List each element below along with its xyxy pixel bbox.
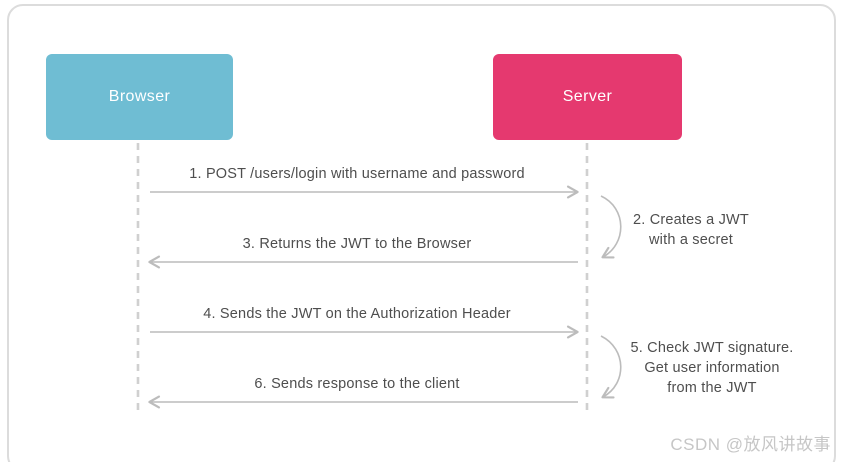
- message-3-label: 3. Returns the JWT to the Browser: [242, 236, 472, 252]
- actor-browser-box: Browser: [46, 54, 233, 140]
- message-5-self-arrow: [600, 335, 622, 399]
- message-5-line-1: 5. Check JWT signature.: [630, 340, 794, 356]
- message-5-line-3: from the JWT: [667, 380, 757, 396]
- message-2-label: 2. Creates a JWT with a secret: [628, 210, 754, 250]
- message-2-line-2: with a secret: [649, 232, 733, 248]
- message-5-label: 5. Check JWT signature. Get user informa…: [626, 338, 798, 398]
- message-6-label: 6. Sends response to the client: [254, 376, 460, 392]
- message-2-self-arrow: [600, 195, 622, 259]
- message-5-line-2: Get user information: [644, 360, 780, 376]
- actor-server-label: Server: [562, 88, 613, 105]
- message-4-label: 4. Sends the JWT on the Authorization He…: [203, 306, 511, 322]
- message-1-label: 1. POST /users/login with username and p…: [189, 166, 525, 182]
- actor-browser-label: Browser: [108, 88, 171, 105]
- message-2-line-1: 2. Creates a JWT: [632, 212, 749, 228]
- actor-server-box: Server: [493, 54, 682, 140]
- diagram-frame: [7, 4, 836, 462]
- watermark: CSDN @放风讲故事: [670, 435, 831, 454]
